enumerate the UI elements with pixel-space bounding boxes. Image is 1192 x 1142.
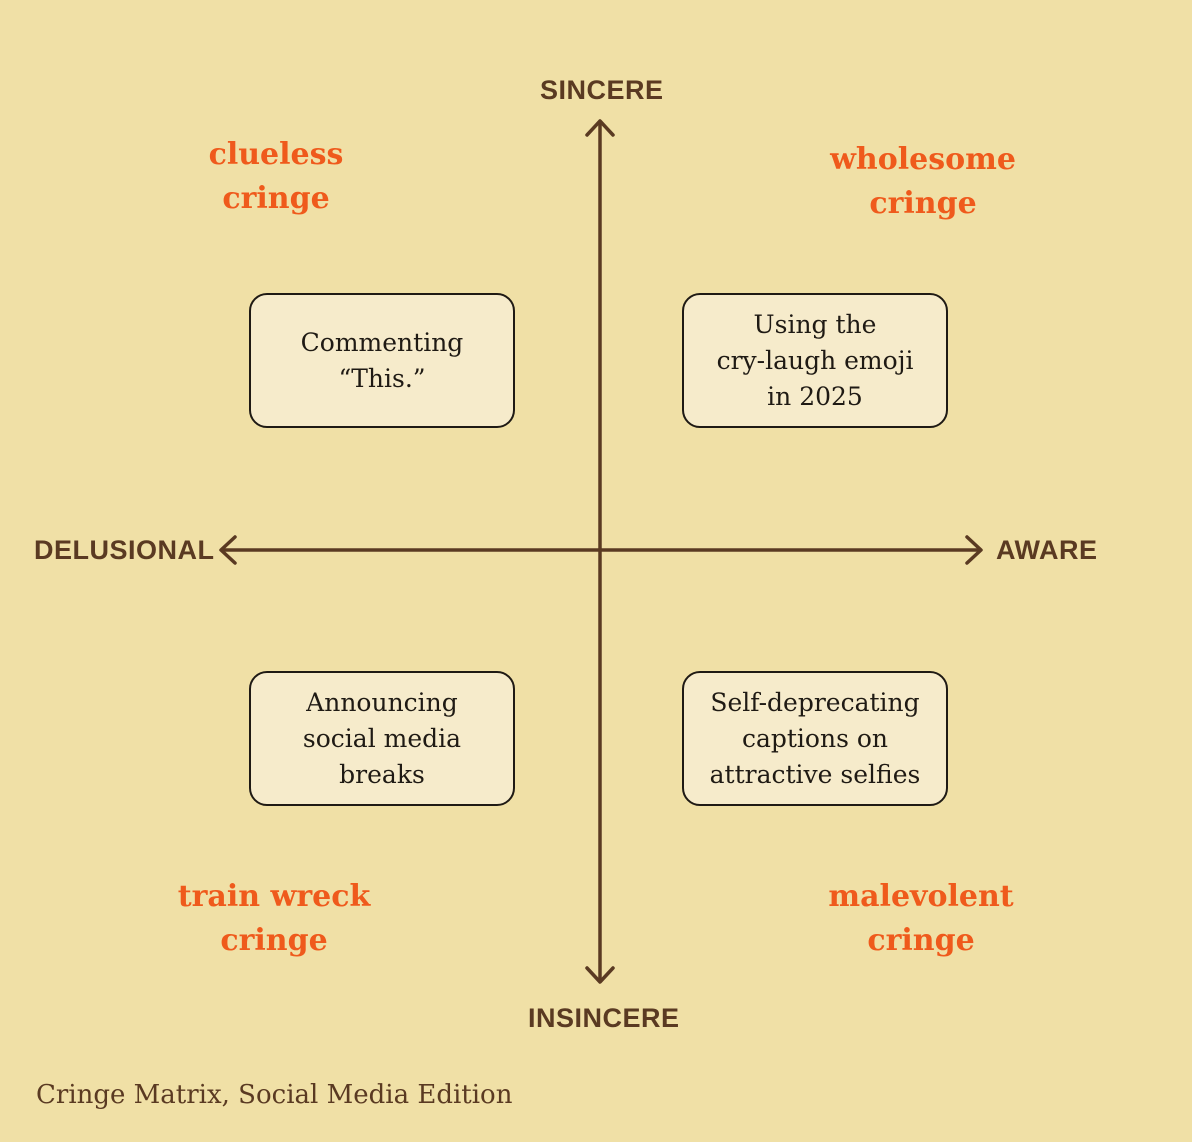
quadrant-label-top-right: wholesome cringe (773, 138, 1073, 226)
axis-label-insincere: INSINCERE (528, 1003, 680, 1033)
quadrant-label-line: clueless (208, 137, 344, 172)
example-box-top-left: Commenting “This.” (249, 293, 515, 428)
arrow-up-icon (585, 119, 615, 137)
quadrant-label-line: malevolent (828, 879, 1014, 914)
example-box-text: Using the cry-laugh emoji in 2025 (716, 309, 914, 411)
example-box-text: Self-deprecating captions on attractive … (709, 687, 921, 789)
arrow-down-icon (585, 966, 615, 984)
axis-label-aware: AWARE (996, 535, 1098, 565)
quadrant-label-bottom-right: malevolent cringe (771, 875, 1071, 963)
example-box-bottom-left: Announcing social media breaks (249, 671, 515, 806)
quadrant-label-line: cringe (869, 186, 977, 221)
example-box-bottom-right: Self-deprecating captions on attractive … (682, 671, 948, 806)
axis-label-sincere: SINCERE (540, 75, 664, 105)
quadrant-label-line: cringe (222, 181, 330, 216)
arrow-right-icon (965, 535, 983, 565)
example-box-top-right: Using the cry-laugh emoji in 2025 (682, 293, 948, 428)
quadrant-label-bottom-left: train wreck cringe (124, 875, 424, 963)
example-box-text: Commenting “This.” (300, 327, 464, 393)
quadrant-label-line: wholesome (830, 142, 1016, 177)
quadrant-label-line: train wreck (177, 879, 371, 914)
example-box-text: Announcing social media breaks (302, 687, 462, 789)
figure-caption: Cringe Matrix, Social Media Edition (36, 1080, 513, 1110)
quadrant-label-top-left: clueless cringe (126, 133, 426, 221)
arrow-left-icon (219, 535, 237, 565)
quadrant-label-line: cringe (867, 923, 975, 958)
quadrant-label-line: cringe (220, 923, 328, 958)
axis-label-delusional: DELUSIONAL (34, 535, 215, 565)
